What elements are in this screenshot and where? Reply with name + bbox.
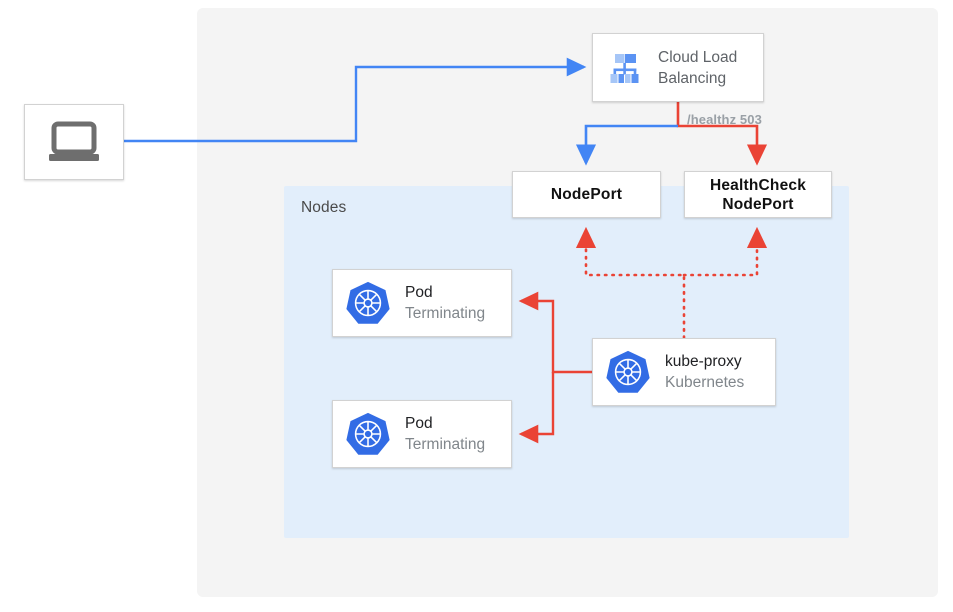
pod-status-2: Terminating: [405, 435, 486, 453]
nodeport-node[interactable]: NodePort: [512, 171, 661, 218]
kubernetes-icon: [345, 280, 391, 326]
pod-title-1: Pod: [405, 283, 433, 301]
pod-label-group-2: Pod Terminating: [405, 414, 485, 455]
pod-node-2[interactable]: Pod Terminating: [332, 400, 512, 468]
healthz-edge-label: /healthz 503: [687, 112, 762, 127]
pod-title-2: Pod: [405, 414, 433, 432]
pod-label-group-1: Pod Terminating: [405, 283, 485, 324]
cloud-load-balancing-label: Cloud Load Balancing: [658, 47, 737, 89]
kube-proxy-label-group: kube-proxy Kubernetes: [665, 352, 744, 393]
cloud-load-balancing-line-2: Balancing: [658, 69, 727, 87]
healthcheck-nodeport-label: HealthCheck NodePort: [710, 176, 806, 214]
cloud-load-balancing-line-1: Cloud Load: [658, 48, 738, 66]
healthcheck-nodeport-line-1: HealthCheck: [709, 176, 807, 194]
client-node[interactable]: [24, 104, 124, 180]
laptop-icon: [46, 120, 102, 164]
healthcheck-nodeport-node[interactable]: HealthCheck NodePort: [684, 171, 832, 218]
kube-proxy-subtitle: Kubernetes: [665, 373, 745, 391]
kube-proxy-title: kube-proxy: [665, 352, 742, 370]
nodes-group-label: Nodes: [301, 199, 347, 216]
pod-node-1[interactable]: Pod Terminating: [332, 269, 512, 337]
cloud-load-balancing-icon: [604, 47, 646, 89]
kubernetes-icon: [605, 349, 651, 395]
kube-proxy-node[interactable]: kube-proxy Kubernetes: [592, 338, 776, 406]
pod-status-1: Terminating: [405, 304, 486, 322]
cloud-load-balancing-node[interactable]: Cloud Load Balancing: [592, 33, 764, 102]
nodeport-label: NodePort: [550, 186, 623, 203]
healthcheck-nodeport-line-2: NodePort: [722, 195, 794, 213]
kubernetes-icon: [345, 411, 391, 457]
